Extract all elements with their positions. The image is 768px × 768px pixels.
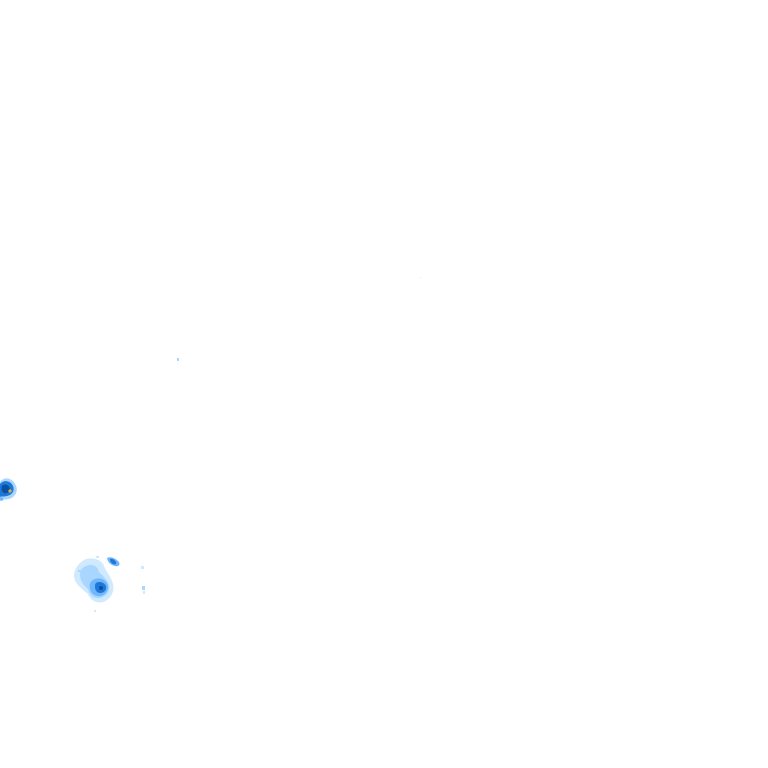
echo-speck [141,566,144,569]
echo-speck-northeast [420,277,421,278]
echo-cluster-southwest [74,556,145,612]
echo-speck [96,556,99,558]
echo-speck [142,586,145,590]
echo-speck [143,591,145,594]
echo-speck-center [177,358,179,361]
echo-satellite-core [110,558,117,565]
echo-cell-west-peak [8,489,12,493]
echo-speck [94,610,96,612]
echo-cell-west-core [1,484,11,494]
echo-cell-west-edge [0,478,17,501]
echo-speck [78,570,81,572]
echo-cell-west-tail [0,497,4,501]
echo-cluster-core [99,586,103,590]
